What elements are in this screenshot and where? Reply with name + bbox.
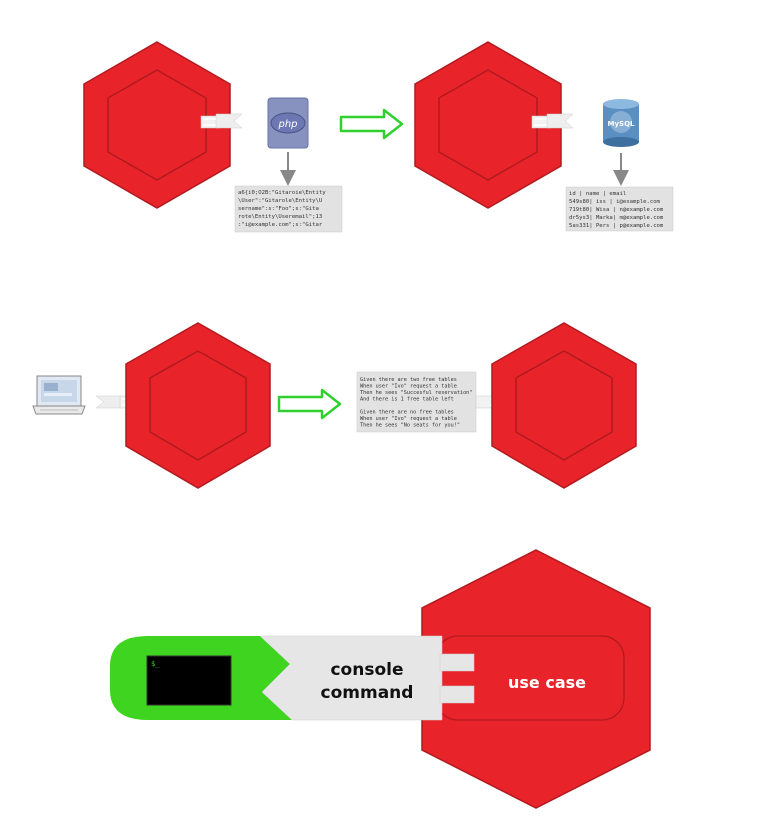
serialized-line-4: :"i@example.com";s:"Gitar <box>238 222 323 228</box>
serialized-line-1: \User":"Gitarole\Entity\U <box>238 198 322 204</box>
scenario-line-6: When user "Ivo" request a table <box>360 416 457 422</box>
table-line-4: 5as331| Pers | p@example.com <box>569 223 664 229</box>
app-hexagon-row1-right <box>414 41 562 209</box>
app-hexagon-row2-right <box>491 322 637 489</box>
scenario-text-box: Given there are two free tables When use… <box>356 371 477 433</box>
terminal-prompt: $_ <box>151 660 160 668</box>
laptop-icon <box>32 375 86 415</box>
console-command-adapter: console command <box>259 635 475 721</box>
scenario-line-0: Given there are two free tables <box>360 377 457 383</box>
serialized-line-2: sername":s:"Foo";s:"Gita <box>238 206 319 212</box>
adapter-label-line1: console <box>330 660 403 680</box>
mysql-logo-text: MySQL <box>608 120 636 128</box>
serialized-data-box: a6{i0;O2B:"Gitaroie\Entity \User":"Gitar… <box>234 185 343 233</box>
scenario-line-1: When user "Ivo" request a table <box>360 384 457 390</box>
serialized-line-3: rote\Entity\Useremail";13 <box>238 214 322 220</box>
app-hexagon-row1-left <box>83 41 231 209</box>
table-line-3: dr5ys3| Marka| m@example.com <box>569 215 664 221</box>
scenario-line-2: Then he sees "Succesful reservation" <box>360 390 472 396</box>
adapter-label-line2: command <box>321 683 414 703</box>
php-logo-text: php <box>277 119 297 130</box>
serialized-line-0: a6{i0;O2B:"Gitaroie\Entity <box>238 190 326 196</box>
transform-arrow-row2 <box>277 388 342 420</box>
terminal-window-icon: $_ <box>146 655 232 706</box>
port-connector-row1-right <box>531 113 574 129</box>
scenario-line-3: And there is 1 free table left <box>360 397 454 403</box>
database-table-box: id | name | email 549s80| iss | i@exampl… <box>565 186 674 232</box>
php-logo: php <box>267 97 309 149</box>
table-line-1: 549s80| iss | i@example.com <box>569 199 661 205</box>
transform-arrow-row1 <box>339 108 404 140</box>
mysql-database-icon: MySQL <box>603 99 639 147</box>
use-case-label: use case <box>508 673 586 692</box>
table-line-0: id | name | email <box>569 191 626 197</box>
use-case-hexagon <box>421 549 651 809</box>
table-line-2: 719t80| Wisa | n@example.com <box>569 207 664 213</box>
scenario-line-7: Then he sees "No seats for you!" <box>360 423 460 429</box>
app-hexagon-row2-left <box>125 322 271 489</box>
scenario-line-5: Given there are no free tables <box>360 410 454 416</box>
port-connector-row1-left <box>200 113 243 129</box>
